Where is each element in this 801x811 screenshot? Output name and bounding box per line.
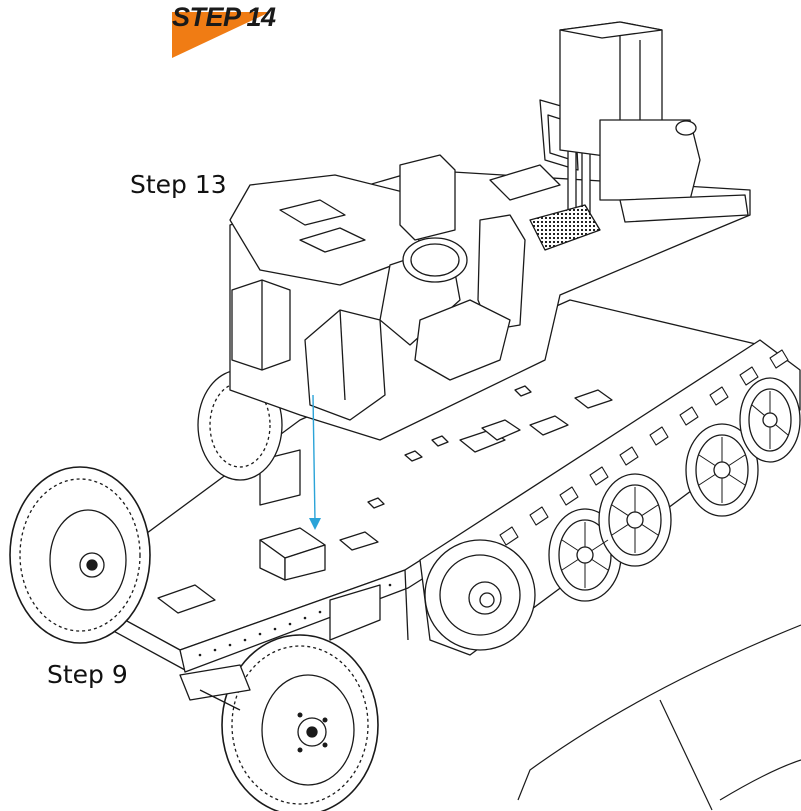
crew-compartment-assembly xyxy=(229,21,751,441)
front-wheel-left xyxy=(9,466,151,644)
chassis-hull xyxy=(69,299,766,673)
front-wheel-right xyxy=(221,634,379,811)
track-assembly xyxy=(419,339,801,656)
callout-step-13: Step 13 xyxy=(130,170,227,199)
step-banner-accent xyxy=(172,12,270,58)
callout-step-9: Step 9 xyxy=(47,660,128,689)
road-wheels xyxy=(548,377,801,602)
step-title: STEP 14 xyxy=(172,2,276,32)
detail-inset-outline xyxy=(517,624,801,811)
assembly-direction-arrow xyxy=(309,394,321,530)
